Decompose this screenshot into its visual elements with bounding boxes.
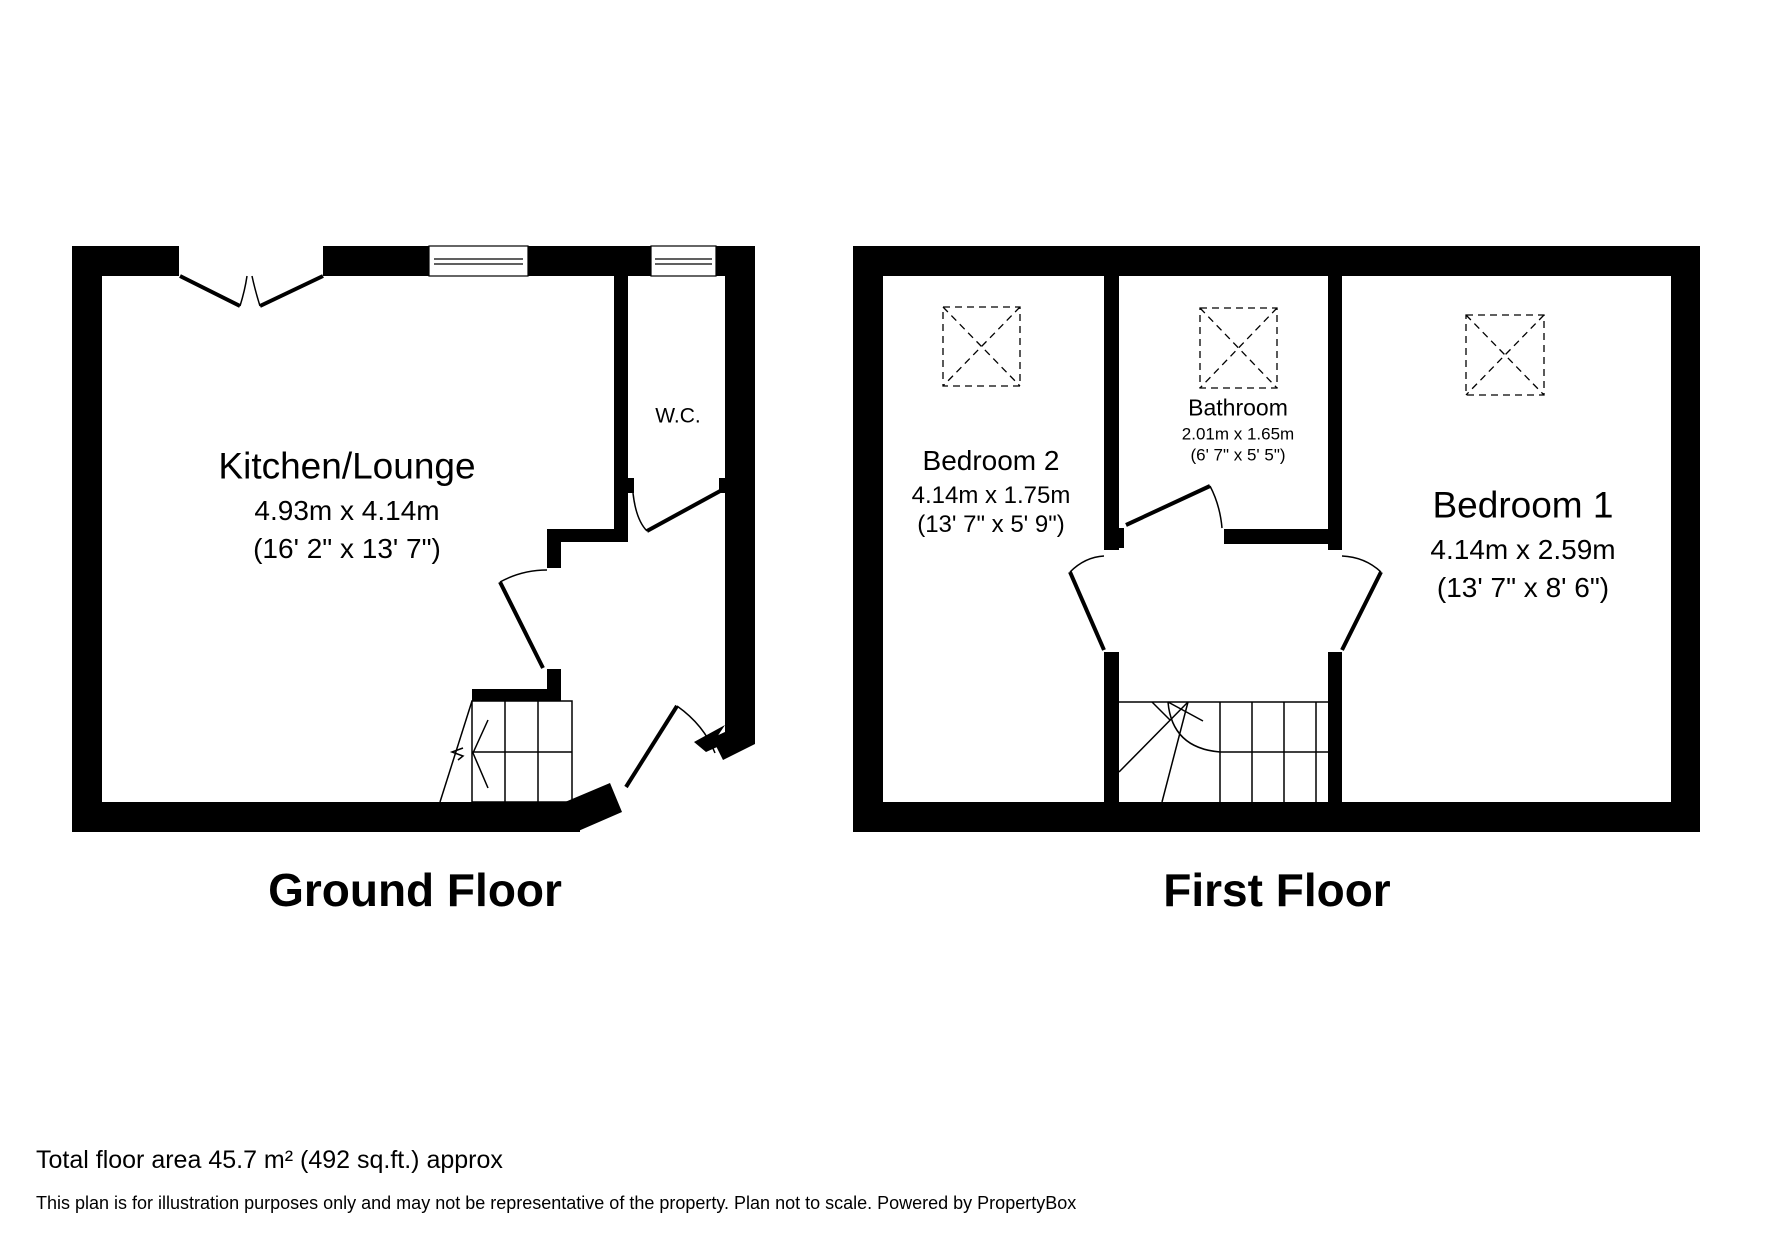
first-floor-plan (853, 246, 1700, 832)
room-dims-imperial-kitchen-lounge: (16' 2" x 13' 7") (253, 533, 441, 564)
room-dims-metric-bedroom-1: 4.14m x 2.59m (1430, 534, 1616, 565)
first-floor-title: First Floor (1163, 864, 1391, 916)
room-dims-imperial-bathroom: (6' 7" x 5' 5") (1190, 445, 1286, 465)
room-name-wc: W.C. (655, 404, 701, 428)
bathroom-door-icon (1125, 484, 1223, 529)
room-dims-imperial-bedroom-1: (13' 7" x 8' 6") (1436, 572, 1610, 603)
front-door-icon (624, 704, 716, 789)
total-floor-area: Total floor area 45.7 m² (492 sq.ft.) ap… (36, 1146, 503, 1174)
window-icon (428, 245, 717, 277)
disclaimer-text: This plan is for illustration purposes o… (36, 1193, 1077, 1213)
room-dims-metric-kitchen-lounge: 4.93m x 4.14m (254, 495, 440, 526)
ground-floor-walls (72, 246, 755, 832)
room-name-bedroom-2: Bedroom 2 (922, 445, 1060, 476)
room-name-kitchen-lounge: Kitchen/Lounge (218, 445, 476, 487)
room-dims-imperial-bedroom-2: (13' 7" x 5' 9") (917, 511, 1065, 538)
wc-door-icon (632, 488, 723, 533)
ground-floor-plan (72, 245, 755, 832)
french-door-icon (179, 274, 324, 308)
ground-floor-stairs-icon (439, 700, 573, 803)
room-name-bedroom-1: Bedroom 1 (1432, 484, 1614, 526)
kitchen-door-icon (498, 569, 548, 669)
room-dims-metric-bathroom: 2.01m x 1.65m (1181, 424, 1295, 444)
first-floor-stairs-icon (1118, 701, 1328, 803)
bedroom-2-door-icon (1068, 555, 1106, 651)
skylight-icon (942, 306, 1545, 396)
room-dims-metric-bedroom-2: 4.14m x 1.75m (911, 482, 1071, 509)
first-floor-walls (853, 246, 1700, 832)
bedroom-1-door-icon (1340, 555, 1383, 651)
ground-floor-title: Ground Floor (268, 864, 562, 916)
room-name-bathroom: Bathroom (1188, 394, 1288, 421)
